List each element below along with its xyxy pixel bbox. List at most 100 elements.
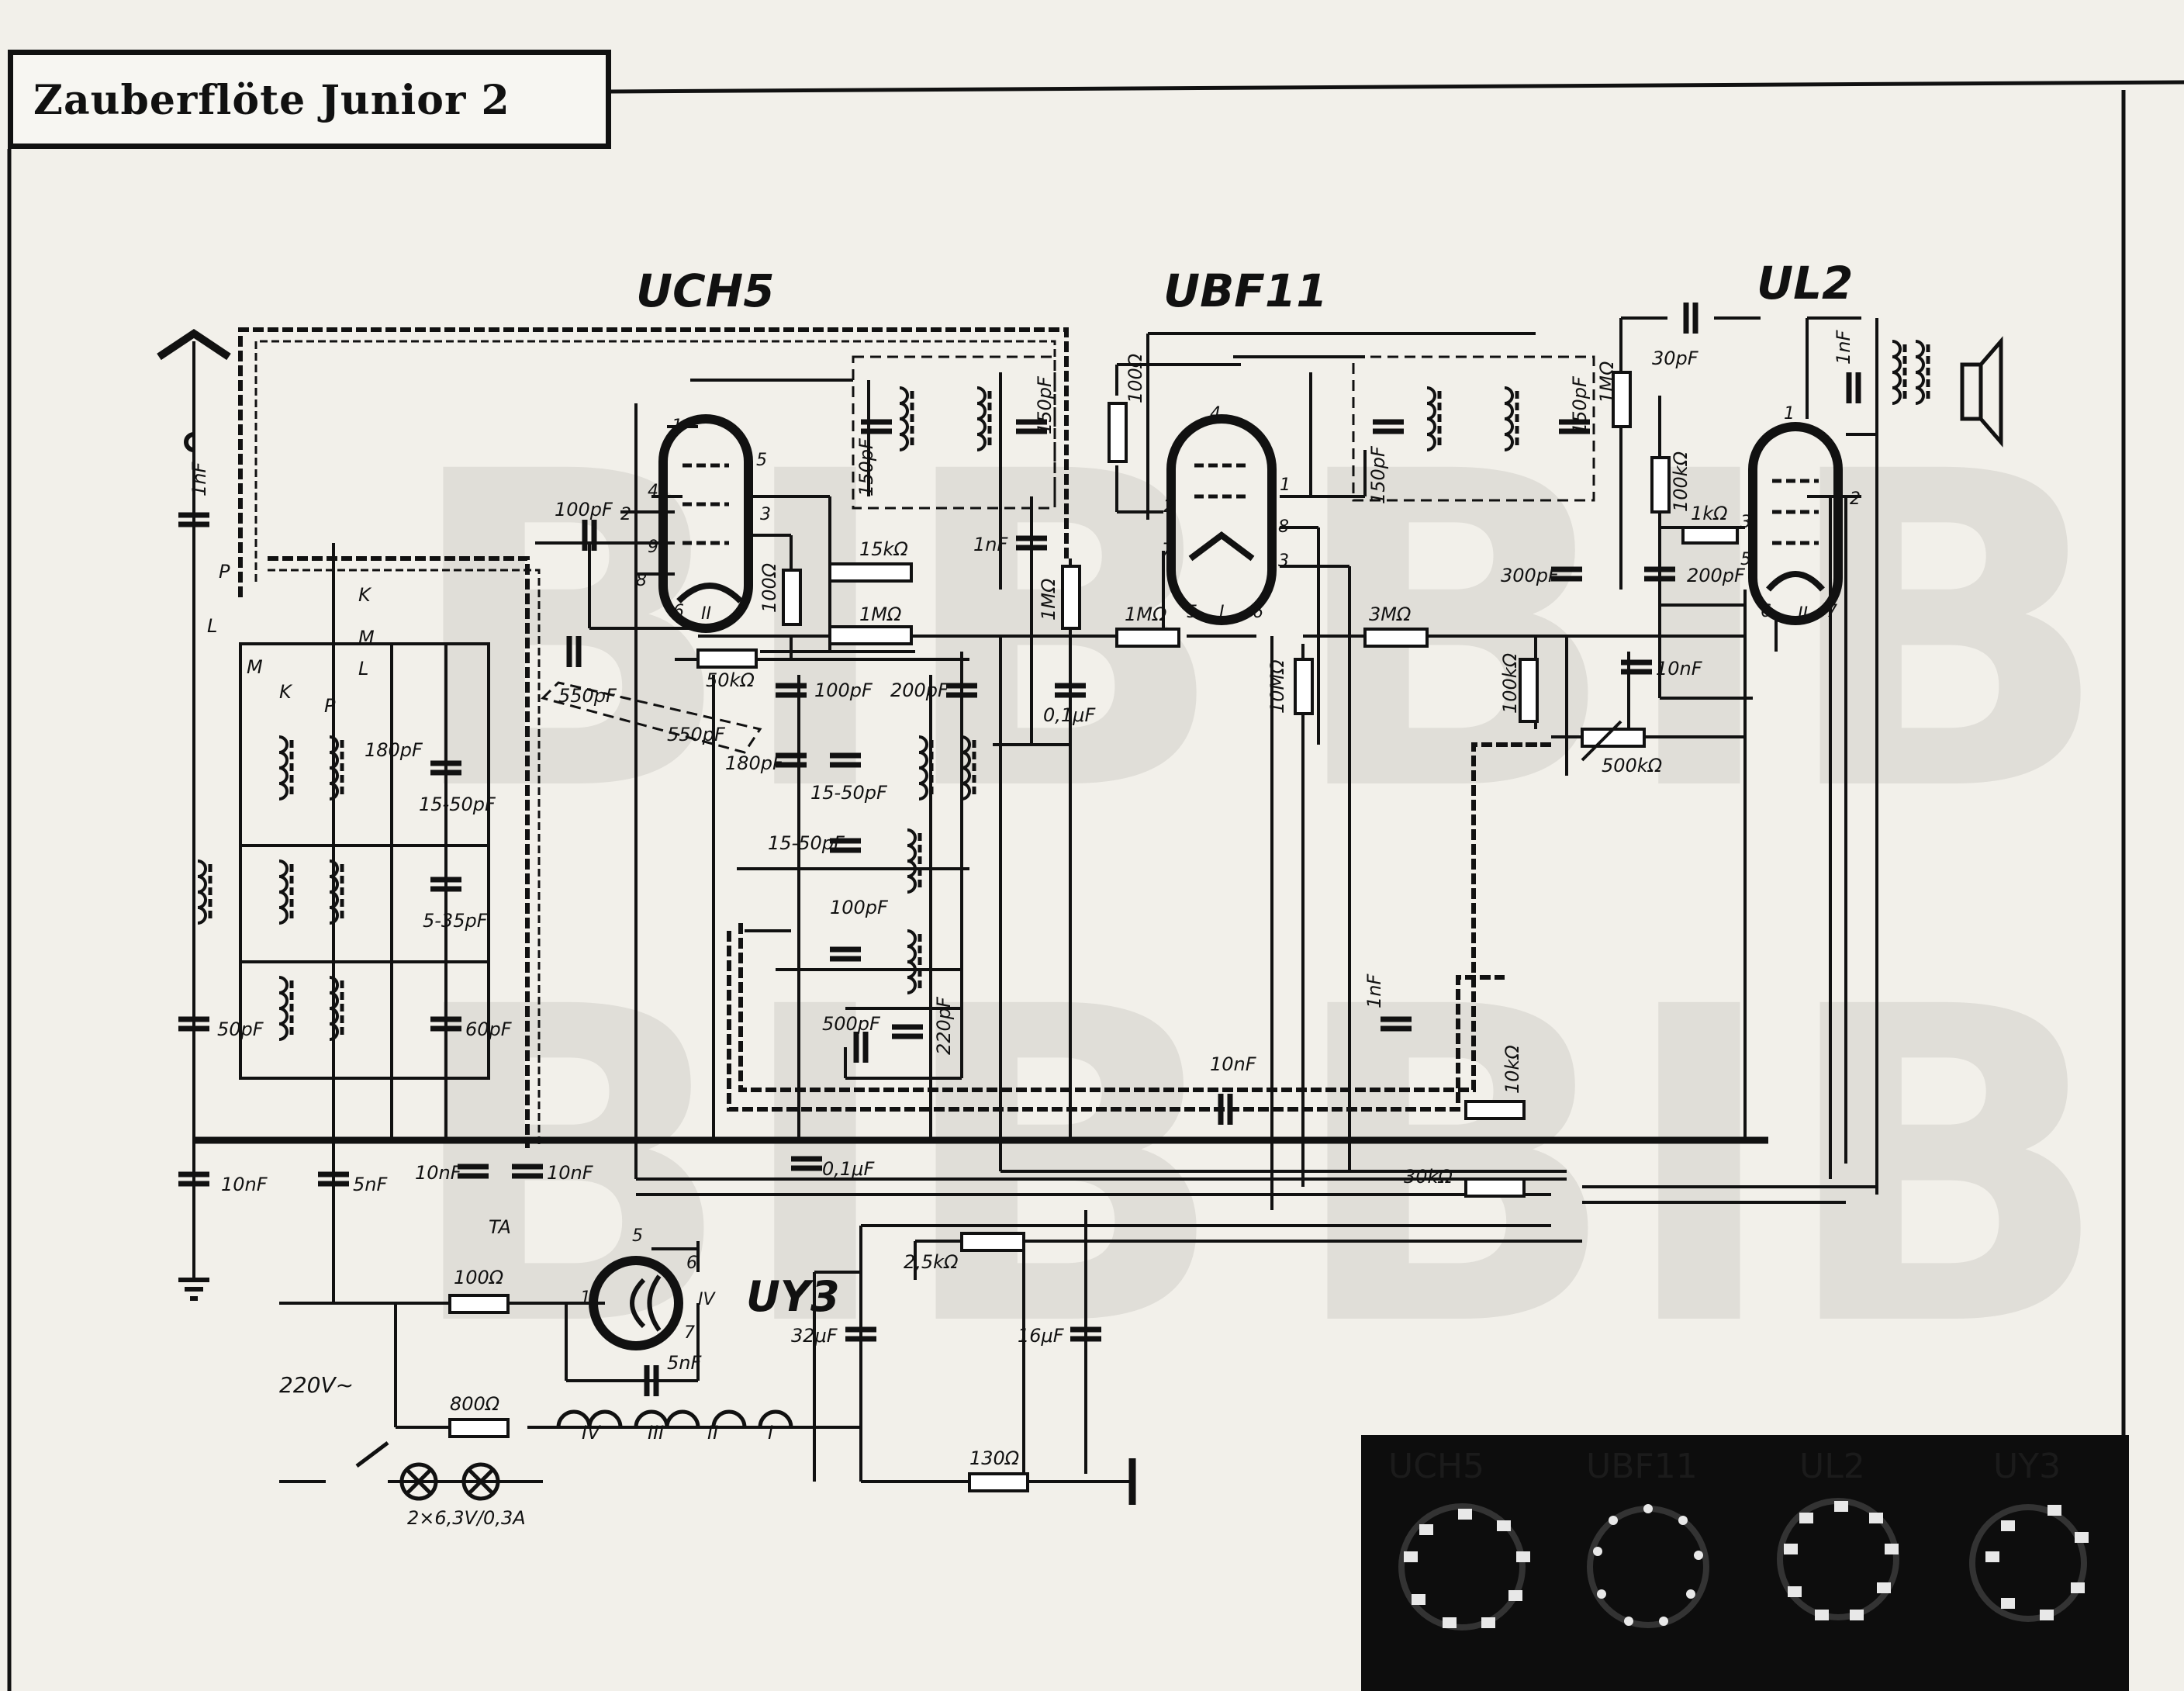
pins-ul2: 1 2 3 5 6 7 II	[1740, 404, 1861, 624]
label-r-100k-b: 100kΩ	[1499, 652, 1521, 714]
pin-ul2-6: 6	[1761, 602, 1771, 621]
label-sw-p1: P	[219, 561, 230, 583]
label-r-3m: 3MΩ	[1369, 603, 1412, 625]
label-heater-iv: IV	[582, 1422, 601, 1444]
socket-label-uch5: UCH5	[1388, 1447, 1484, 1486]
pin-ul2-7: 7	[1826, 602, 1837, 621]
pin-ubf11-2: 2	[1163, 497, 1174, 517]
label-c-1550a: 15-50pF	[419, 794, 496, 815]
label-sw-l1: L	[207, 615, 217, 637]
title-box: Zauberflöte Junior 2	[8, 50, 611, 149]
label-c-1nf-out: 1nF	[1833, 330, 1854, 365]
label-c-180a: 180pF	[365, 739, 423, 761]
label-lamps: 2×6,3V/0,3A	[407, 1507, 526, 1529]
pin-ul2-sock: II	[1798, 604, 1808, 624]
label-c-10nf-b: 10nF	[1656, 658, 1703, 680]
label-c-150c: 150pF	[1367, 445, 1389, 504]
label-c-150b: 150pF	[1034, 375, 1056, 434]
tube-label-uch5: UCH5	[636, 265, 775, 317]
label-r-1m-c: 1MΩ	[1125, 603, 1167, 625]
label-c-1nf-if: 1nF	[973, 534, 1008, 555]
tube-ubf11	[1166, 414, 1277, 625]
pin-uch5-sock: II	[701, 604, 711, 624]
pins-uch5: 1 2 3 4 5 6 7 8 9 II	[620, 417, 771, 624]
socket-uch5: UCH5	[1388, 1447, 1530, 1630]
label-r-100c: 100Ω	[454, 1267, 504, 1288]
label-c-32: 32μF	[791, 1325, 838, 1347]
label-c-16: 16μF	[1018, 1325, 1065, 1347]
pin-uch5-7: 7	[737, 602, 748, 621]
label-c-ant: 1nF	[188, 462, 210, 496]
label-r-15k: 15kΩ	[859, 538, 908, 560]
label-r-100b: 100Ω	[1125, 353, 1146, 403]
label-r-10m: 10MΩ	[1267, 659, 1288, 714]
label-sw-k2: K	[358, 584, 372, 606]
label-c-220: 220pF	[933, 996, 955, 1055]
socket-ul2: UL2	[1777, 1447, 1899, 1620]
label-heater-i: I	[768, 1422, 773, 1444]
label-r-50k: 50kΩ	[706, 669, 755, 691]
label-r-100a: 100Ω	[759, 562, 780, 613]
socket-label-ul2: UL2	[1799, 1447, 1865, 1486]
label-c-ant2: 50pF	[217, 1018, 264, 1040]
label-sw-k1: K	[279, 681, 293, 703]
label-c-ta2: 10nF	[547, 1162, 594, 1184]
tube-uy3	[589, 1256, 683, 1350]
label-c-60: 60pF	[465, 1018, 513, 1040]
socket-ubf11: UBF11	[1586, 1447, 1709, 1628]
label-c-1nf-c: 1nF	[1363, 973, 1385, 1008]
pin-ubf11-5: 5	[1187, 603, 1197, 622]
label-c-550b: 550pF	[667, 724, 726, 745]
pin-ubf11-1: 1	[1280, 475, 1291, 495]
pin-ul2-2: 2	[1850, 489, 1861, 509]
pin-uch5-6: 6	[673, 602, 684, 621]
label-c-180b: 180pF	[725, 752, 784, 774]
pin-uy3-7: 7	[684, 1323, 695, 1343]
socket-panel: UCH5 UBF11 UL2	[1361, 1435, 2129, 1691]
pins-ubf11: 1 2 3 4 5 6 7 8 I	[1162, 404, 1291, 622]
label-r-30k: 30kΩ	[1404, 1166, 1453, 1188]
label-sw-l2: L	[358, 658, 368, 680]
label-c-535: 5-35pF	[423, 910, 489, 932]
pins-uy3: 1 5 6 7 IV	[580, 1226, 716, 1343]
pin-uch5-9: 9	[648, 538, 658, 557]
socket-label-uy3: UY3	[1993, 1447, 2061, 1486]
pin-uy3-sock: IV	[698, 1290, 716, 1309]
label-c-200a: 200pF	[890, 680, 949, 701]
socket-label-ubf11: UBF11	[1586, 1447, 1698, 1486]
label-c-01-a: 0,1μF	[1043, 704, 1096, 726]
label-c-5nf: 5nF	[667, 1352, 702, 1374]
frame	[7, 80, 2184, 1691]
label-r-10k: 10kΩ	[1502, 1045, 1523, 1094]
label-c-500: 500pF	[822, 1013, 881, 1035]
label-r-1k: 1kΩ	[1691, 503, 1728, 524]
label-r-500k: 500kΩ	[1602, 755, 1663, 776]
label-c-150d: 150pF	[1569, 375, 1591, 434]
label-c-150a: 150pF	[855, 437, 877, 496]
pin-ul2-1: 1	[1784, 404, 1795, 424]
label-r-130: 130Ω	[969, 1447, 1020, 1469]
label-v-mains: 220V~	[279, 1372, 354, 1398]
label-heater-ii: II	[707, 1422, 718, 1444]
pin-uy3-5: 5	[632, 1226, 643, 1246]
pin-ubf11-8: 8	[1278, 517, 1289, 537]
tube-label-ubf11: UBF11	[1163, 265, 1328, 317]
pin-uy3-6: 6	[686, 1254, 697, 1273]
tube-label-ul2: UL2	[1757, 257, 1853, 309]
label-r-1m-d: 1MΩ	[1596, 361, 1618, 403]
tube-ul2	[1748, 422, 1843, 625]
label-sw-p2: P	[324, 695, 336, 717]
pin-ubf11-7: 7	[1162, 541, 1173, 560]
pin-uch5-2: 2	[620, 505, 631, 524]
pin-ul2-3: 3	[1740, 513, 1751, 532]
tube-uch5	[658, 414, 753, 633]
pin-ul2-5: 5	[1740, 550, 1751, 569]
label-c-gnd1: 10nF	[221, 1174, 268, 1195]
pin-uch5-3: 3	[760, 505, 771, 524]
label-c-30: 30pF	[1652, 348, 1699, 369]
pin-ubf11-sock: I	[1219, 603, 1225, 622]
label-c-1550b: 15-50pF	[810, 782, 888, 804]
label-r-800: 800Ω	[450, 1393, 500, 1415]
label-r-25k: 2,5kΩ	[904, 1251, 959, 1273]
